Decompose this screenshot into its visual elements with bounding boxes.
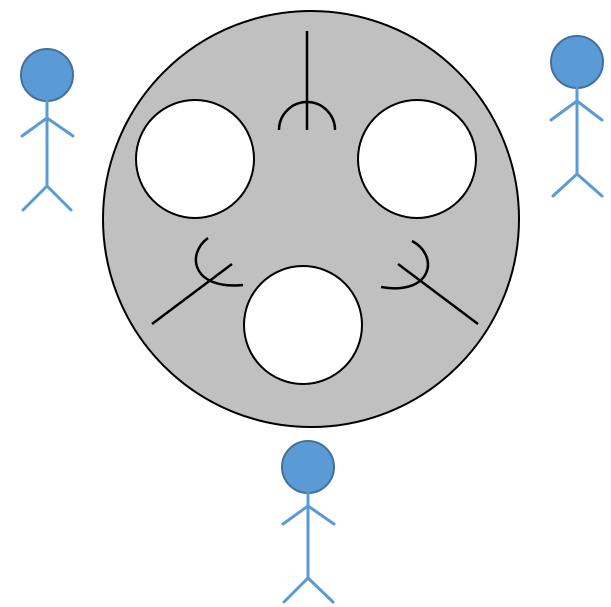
figure-head — [21, 49, 73, 101]
white-circle-top-left — [136, 100, 254, 218]
figure-head — [551, 36, 603, 88]
white-circle-top-right — [358, 100, 476, 218]
gray-disc-group — [103, 11, 519, 427]
white-circle-bottom — [244, 266, 362, 384]
figure-head — [282, 441, 334, 493]
